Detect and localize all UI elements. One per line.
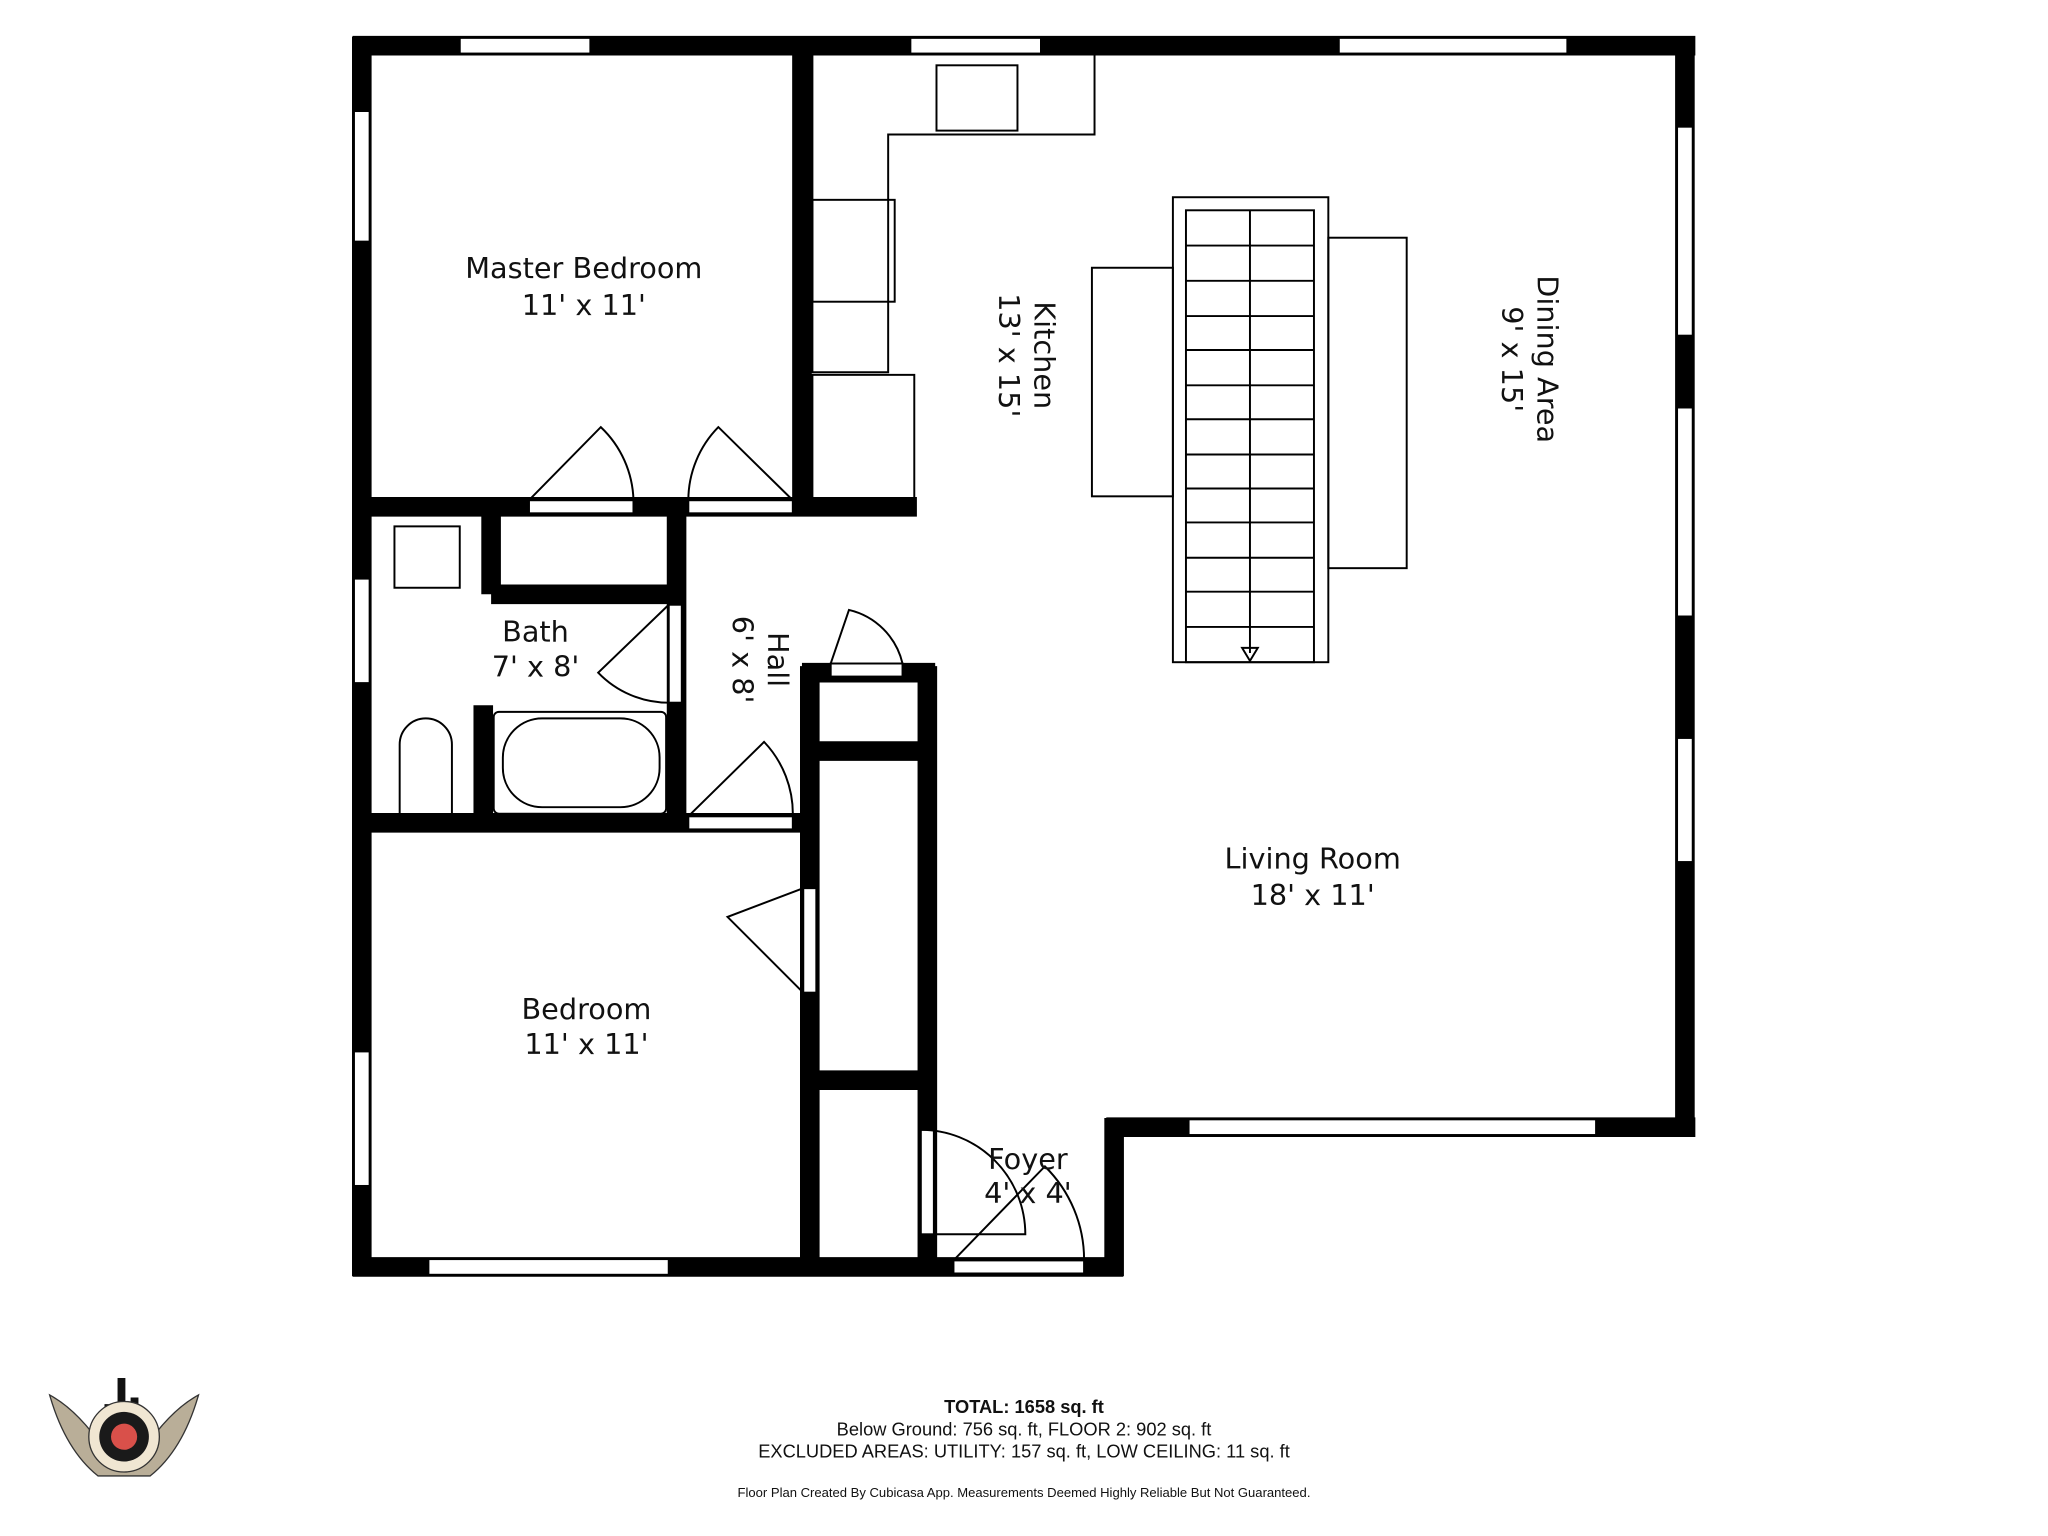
room-size: 11' x 11' — [522, 288, 646, 322]
room-name: Kitchen — [1027, 301, 1061, 409]
windows — [352, 36, 1694, 1276]
total-area: TOTAL: 1658 sq. ft — [944, 1396, 1104, 1417]
room-name: Dining Area — [1530, 275, 1564, 443]
stove — [811, 198, 896, 303]
toilet — [398, 717, 453, 818]
room-name: Living Room — [1225, 842, 1401, 876]
room-size: 9' x 15' — [1495, 306, 1529, 412]
logo — [48, 1377, 200, 1477]
footer: TOTAL: 1658 sq. ft Below Ground: 756 sq.… — [738, 1396, 1311, 1500]
room-size: 13' x 15' — [992, 293, 1026, 417]
room-name: Hall — [761, 632, 795, 687]
fixtures — [393, 54, 1408, 818]
floor-areas: Below Ground: 756 sq. ft, FLOOR 2: 902 s… — [837, 1418, 1212, 1439]
doors — [528, 425, 1086, 1275]
room-size: 6' x 8' — [726, 616, 760, 704]
room-size: 4' x 4' — [984, 1176, 1072, 1210]
disclaimer: Floor Plan Created By Cubicasa App. Meas… — [738, 1485, 1311, 1500]
bath-sink — [393, 525, 461, 589]
excluded-areas: EXCLUDED AREAS: UTILITY: 157 sq. ft, LOW… — [758, 1441, 1290, 1462]
island — [1090, 266, 1174, 498]
room-name: Bedroom — [521, 992, 651, 1026]
room-size: 7' x 8' — [492, 650, 580, 684]
kitchen-sink — [935, 64, 1019, 132]
room-name: Master Bedroom — [465, 251, 702, 285]
island-counter — [1327, 236, 1408, 570]
room-name: Foyer — [988, 1142, 1068, 1176]
room-labels: Master Bedroom 11' x 11' Kitchen 13' x 1… — [465, 251, 1564, 1210]
room-name: Bath — [502, 614, 569, 648]
bathtub — [492, 710, 668, 815]
room-size: 11' x 11' — [524, 1027, 648, 1061]
room-size: 18' x 11' — [1251, 878, 1375, 912]
